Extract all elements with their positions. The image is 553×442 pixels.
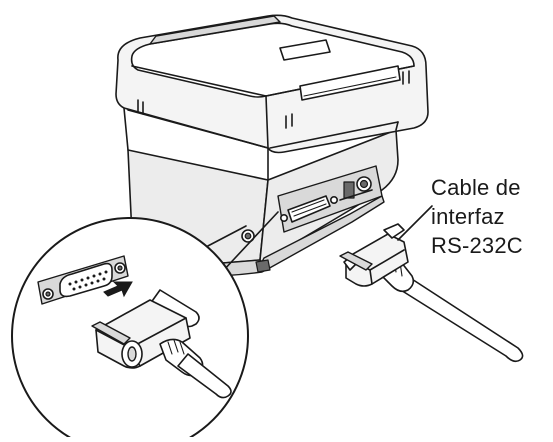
printer-power-connectors bbox=[339, 176, 373, 201]
magnified-detail bbox=[11, 217, 249, 442]
rs232c-cable bbox=[339, 223, 524, 363]
magnifier-leader-lines bbox=[203, 211, 279, 273]
vent-marks-middle bbox=[285, 113, 293, 129]
arrow-right-icon bbox=[103, 281, 133, 298]
callout-line-1: Cable de bbox=[431, 175, 521, 200]
printer-foot-right bbox=[255, 259, 271, 273]
callout-leader-line bbox=[397, 205, 433, 241]
cable-callout-label: Cable de interfaz RS-232C bbox=[431, 173, 551, 260]
callout-line-3: RS-232C bbox=[431, 233, 523, 258]
printer-left-jack bbox=[241, 229, 255, 243]
cable-connector-hood bbox=[345, 233, 409, 287]
vent-marks-right bbox=[402, 70, 410, 85]
callout-line-2: interfaz bbox=[431, 204, 505, 229]
printer-serial-port bbox=[279, 195, 338, 223]
vent-marks-left bbox=[137, 99, 144, 115]
printer-rear-lip bbox=[149, 15, 281, 45]
detail-port-pins bbox=[68, 270, 108, 291]
detail-cable-connector bbox=[91, 289, 232, 399]
